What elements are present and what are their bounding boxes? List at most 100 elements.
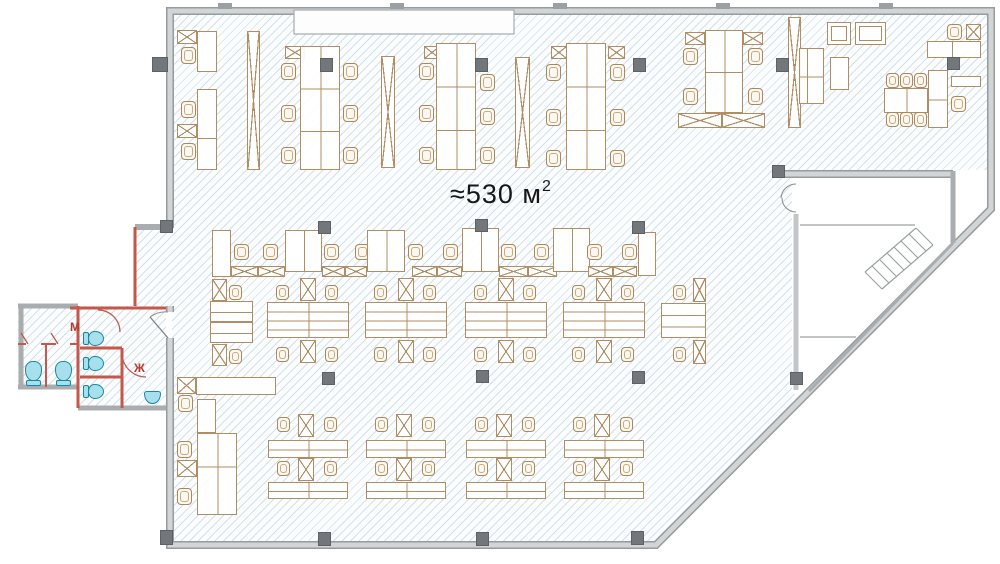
fp-chair — [408, 244, 423, 260]
chair-seat — [676, 288, 683, 297]
fp-chair — [177, 441, 192, 458]
fp-desk — [210, 322, 253, 343]
fp-chair — [748, 48, 763, 65]
fp-chair — [419, 105, 434, 122]
fp-col — [633, 58, 646, 72]
area-label: ≈530 м2 — [450, 178, 552, 210]
fp-desk — [928, 70, 948, 128]
fp-chair — [610, 109, 625, 126]
fp-chair — [523, 347, 536, 362]
fp-chair — [419, 147, 434, 164]
fp-xbox — [258, 266, 285, 277]
fp-desk — [884, 88, 928, 113]
fp-desk — [566, 43, 606, 170]
fp-xbox — [608, 46, 625, 59]
chair-seat — [576, 464, 583, 473]
fp-chair — [622, 244, 637, 260]
fp-desk — [553, 228, 590, 272]
fp-chair — [886, 112, 899, 127]
fp-desk — [465, 302, 547, 338]
fp-col — [632, 221, 645, 234]
chair-seat — [917, 76, 924, 85]
armchair-seat — [831, 26, 847, 41]
fp-desk — [367, 230, 405, 272]
fp-wcL — [83, 384, 104, 399]
fp-chair — [281, 147, 296, 164]
fp-chair — [546, 150, 561, 167]
chair-seat — [425, 464, 432, 473]
fp-chair — [475, 417, 488, 432]
fp-desk — [466, 482, 546, 499]
chair-seat — [232, 352, 239, 361]
fp-xbox — [300, 278, 316, 301]
fp-tick — [716, 3, 730, 9]
fp-desk — [197, 31, 217, 72]
fp-xbox — [693, 278, 706, 302]
fp-xbox — [588, 266, 613, 277]
fp-xbox — [231, 266, 258, 277]
chair-seat — [623, 464, 630, 473]
fp-xbox — [743, 32, 763, 45]
chair-seat — [426, 288, 433, 297]
chair-seat — [280, 420, 287, 429]
fp-chair — [263, 244, 278, 260]
chair-seat — [526, 350, 533, 359]
fp-chair — [324, 461, 337, 476]
fp-chair — [610, 150, 625, 167]
fp-chair — [419, 63, 434, 80]
fp-chair — [324, 417, 337, 432]
chair-seat — [422, 66, 431, 77]
fp-xbox — [594, 414, 610, 437]
fp-chair — [374, 285, 387, 300]
fp-col — [947, 57, 960, 70]
fp-chair — [423, 347, 436, 362]
chair-seat — [889, 76, 896, 85]
chair-seat — [422, 108, 431, 119]
fp-col — [475, 58, 488, 72]
fp-col — [632, 371, 645, 384]
fp-xbox — [381, 56, 395, 168]
fp-desk — [366, 482, 446, 499]
chair-seat — [478, 420, 485, 429]
chair-seat — [378, 464, 385, 473]
chair-seat — [284, 108, 293, 119]
fp-chair — [480, 108, 495, 125]
fp-col — [152, 57, 168, 72]
fp-chair — [422, 461, 435, 476]
fp-chair — [474, 347, 487, 362]
chair-seat — [180, 491, 189, 502]
fp-chair — [587, 244, 602, 260]
area-superscript: 2 — [541, 178, 552, 195]
chair-seat — [613, 67, 622, 78]
fp-chair — [443, 244, 458, 260]
chair-seat — [377, 350, 384, 359]
fp-chair — [573, 417, 586, 432]
fp-chair — [181, 143, 196, 160]
chair-seat — [549, 67, 558, 78]
fp-xbox — [177, 30, 197, 44]
chair-seat — [377, 288, 384, 297]
fp-xbox — [345, 266, 367, 277]
fp-chair — [423, 285, 436, 300]
chair-seat — [180, 444, 189, 455]
chair-seat — [346, 150, 355, 161]
chair-seat — [425, 420, 432, 429]
fp-col — [318, 221, 331, 234]
fp-chair — [900, 73, 913, 88]
chair-seat — [477, 350, 484, 359]
fp-col — [320, 58, 333, 72]
chair-seat — [590, 247, 599, 257]
fp-col — [631, 531, 644, 545]
fp-chair — [501, 244, 516, 260]
chair-seat — [625, 247, 634, 257]
fp-desk — [365, 302, 447, 338]
fp-desk — [564, 440, 644, 458]
fp-xbox — [396, 458, 412, 481]
chair-seat — [266, 247, 275, 257]
chair-seat — [525, 464, 532, 473]
fp-desk — [951, 76, 981, 87]
fp-desk — [197, 433, 237, 515]
fp-xbox — [398, 278, 414, 301]
fp-desk — [196, 377, 276, 395]
chair-seat — [237, 247, 246, 257]
